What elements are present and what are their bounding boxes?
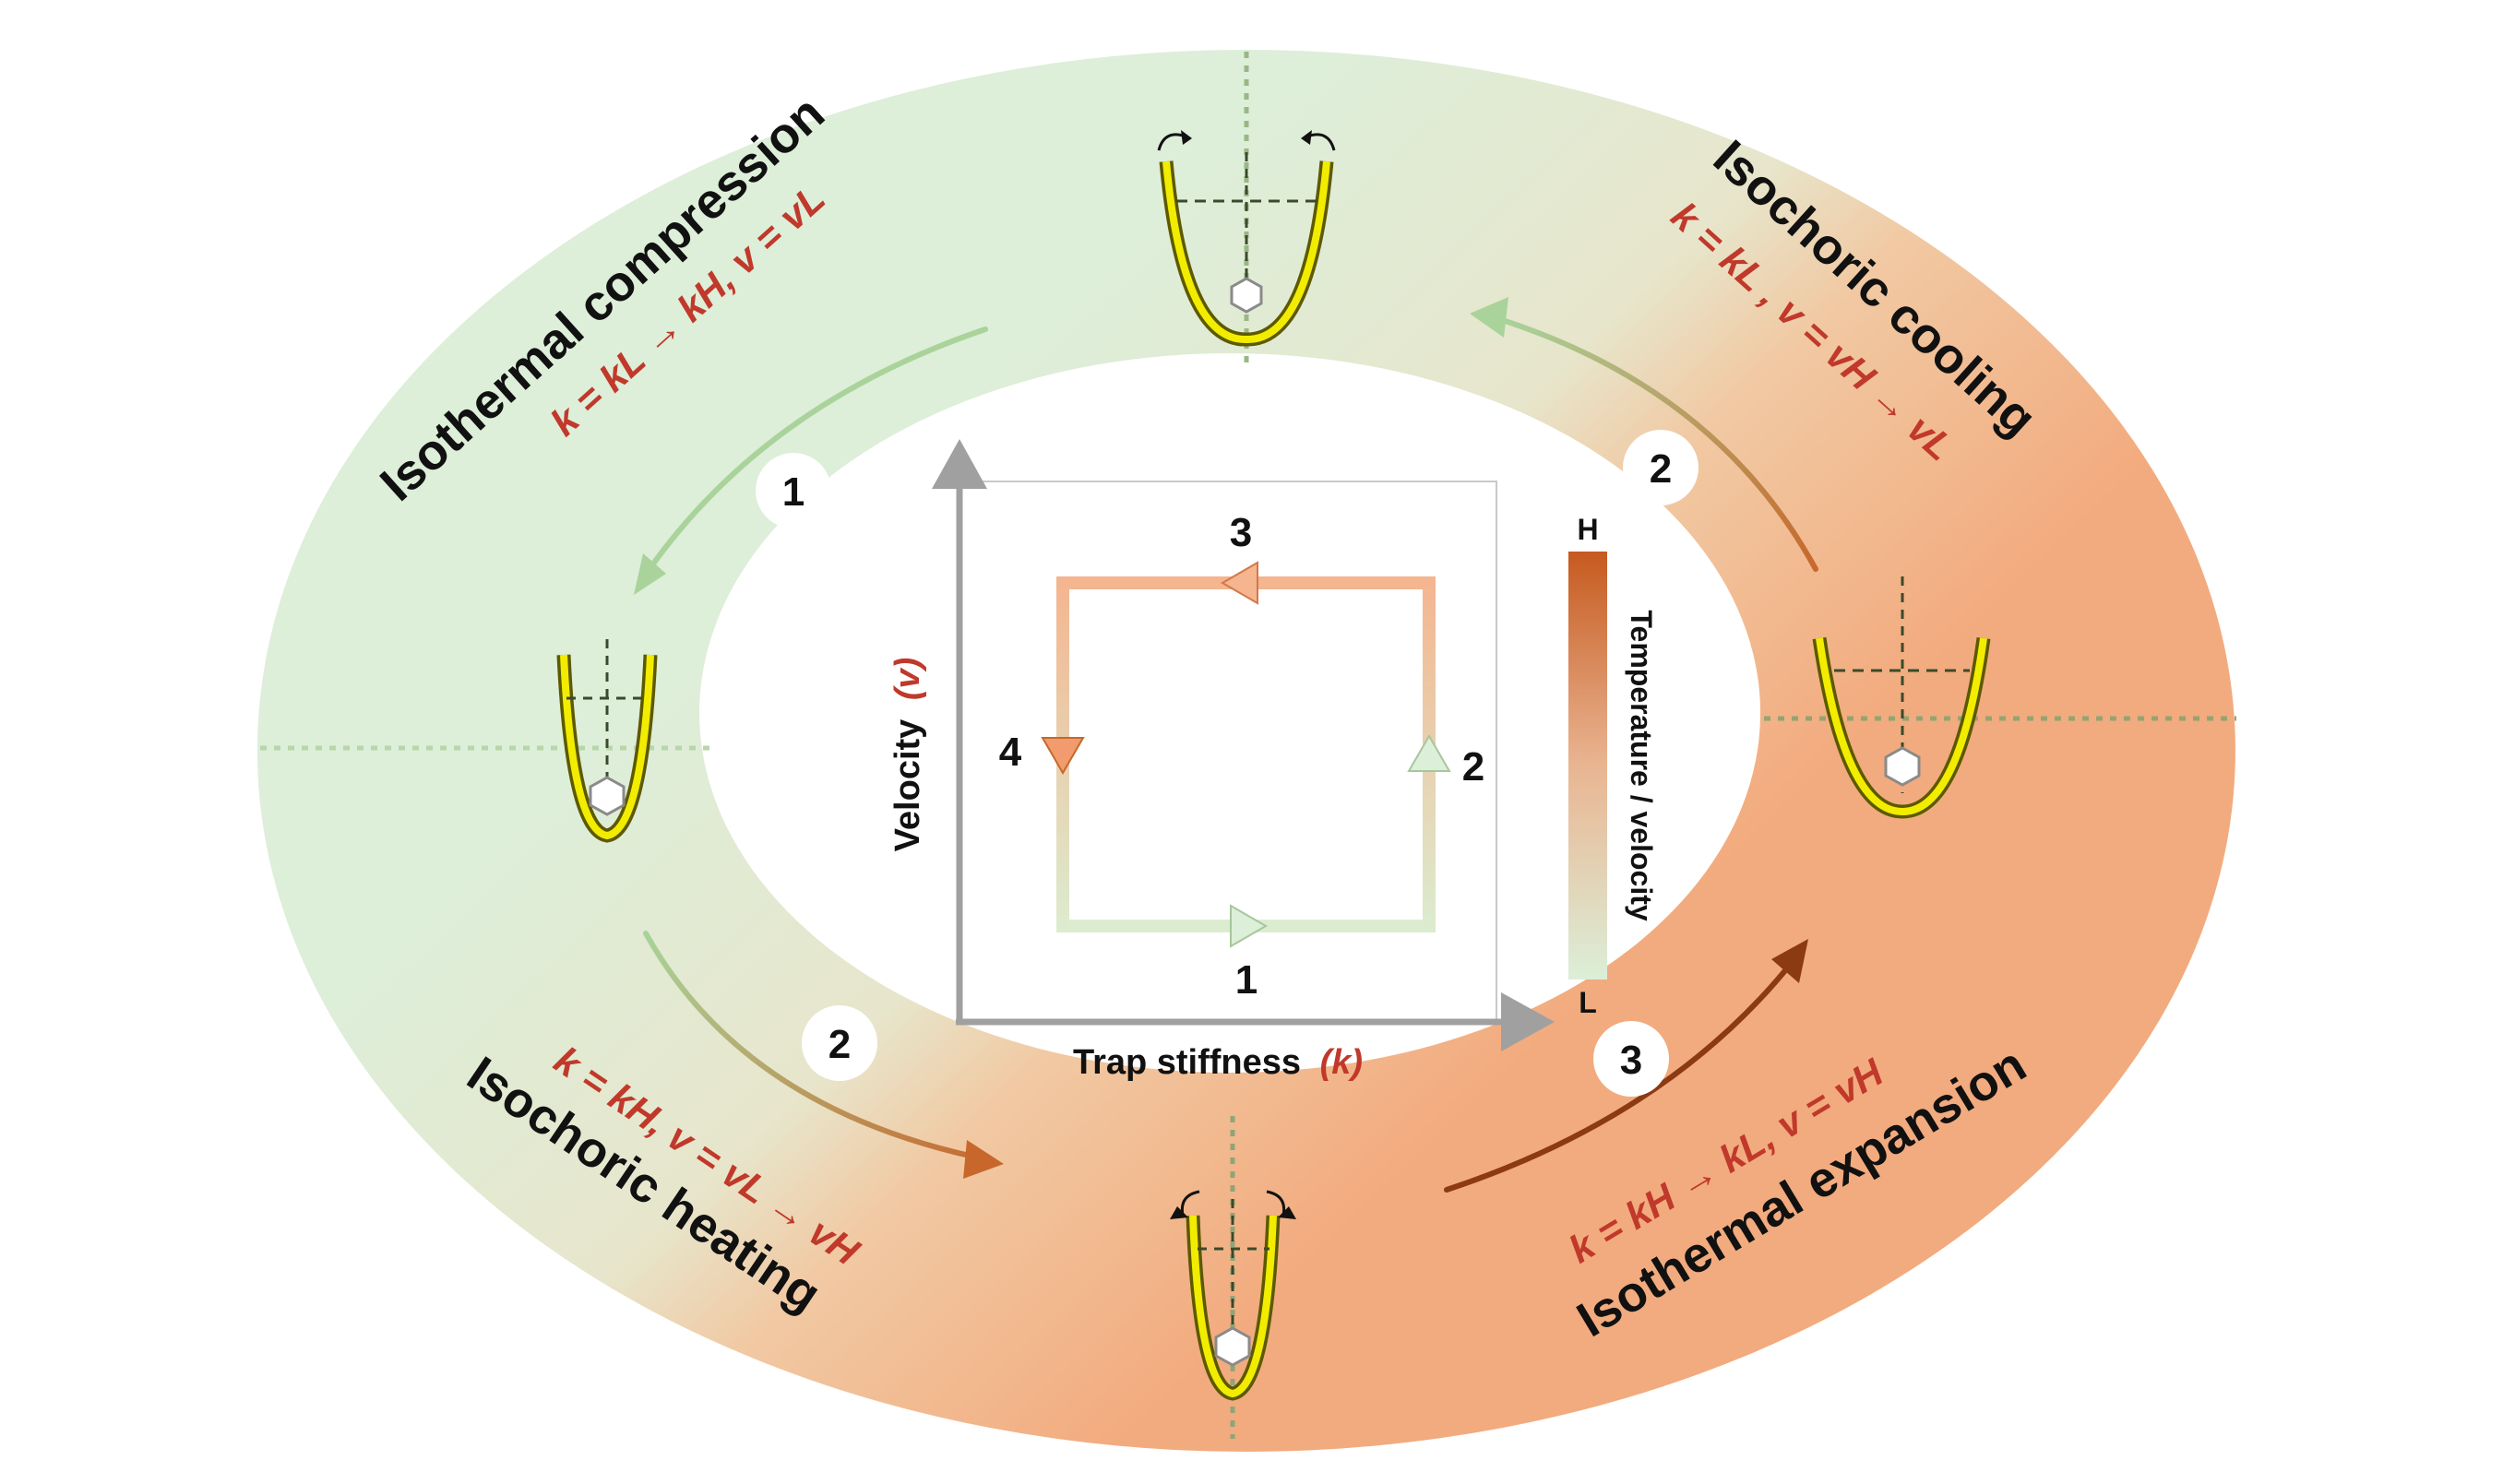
arrow-cooling-head [1470,297,1508,338]
badge-compression: 1 [756,453,831,528]
cycle-ring [256,50,2235,1453]
cycle-plot: 1 2 3 4 Trap stiffness (k) Velocity (v) [888,439,1555,1082]
temperature-colorbar: H L Temperature / velocity [1568,513,1658,1019]
particle-bottom [1214,1326,1251,1367]
arrow-expansion-head [1771,939,1808,983]
trap-right [1812,576,1991,819]
particle-right [1884,746,1921,787]
svg-text:2: 2 [1650,446,1672,492]
svg-text:1: 1 [782,469,805,515]
x-axis-label: Trap stiffness (k) [1073,1043,1363,1082]
plot-frame [957,481,1497,1021]
colorbar-low-label: L [1579,986,1597,1019]
svg-text:2: 2 [828,1022,851,1067]
flow-arrows [634,297,1818,1193]
colorbar-gradient [1568,552,1607,979]
edge-label-right: 2 [1462,744,1484,789]
trap-top [1157,130,1336,347]
x-axis-arrowhead [1501,992,1555,1051]
arrow-heating [643,931,981,1160]
badge-cooling: 2 [1623,430,1699,505]
edge-arrow-top [1221,561,1258,605]
badge-expansion: 3 [1593,1021,1669,1097]
arrow-compression [638,326,988,584]
particle-top [1230,277,1263,314]
colorbar-title: Temperature / velocity [1625,610,1658,921]
arrow-heating-head [963,1140,1004,1179]
badge-heating: 2 [802,1005,877,1081]
arrow-expansion [1444,956,1797,1193]
particle-left [589,776,626,816]
edge-label-bottom: 1 [1235,957,1258,1003]
edge-arrow-bottom [1230,904,1268,948]
arrow-compression-head [634,553,666,595]
y-axis-arrowhead [932,439,987,489]
edge-label-left: 4 [999,730,1022,775]
edge-arrow-left [1041,737,1085,775]
trap-bottom [1170,1190,1296,1401]
arrow-cooling [1494,315,1818,572]
edge-arrow-right [1407,734,1451,772]
edge-label-top: 3 [1230,510,1252,555]
svg-text:3: 3 [1620,1038,1642,1083]
trap-left [556,639,658,843]
y-axis-label: Velocity (v) [888,658,927,852]
colorbar-high-label: H [1577,513,1598,546]
step-badges: 1 2 3 2 [756,430,1699,1097]
